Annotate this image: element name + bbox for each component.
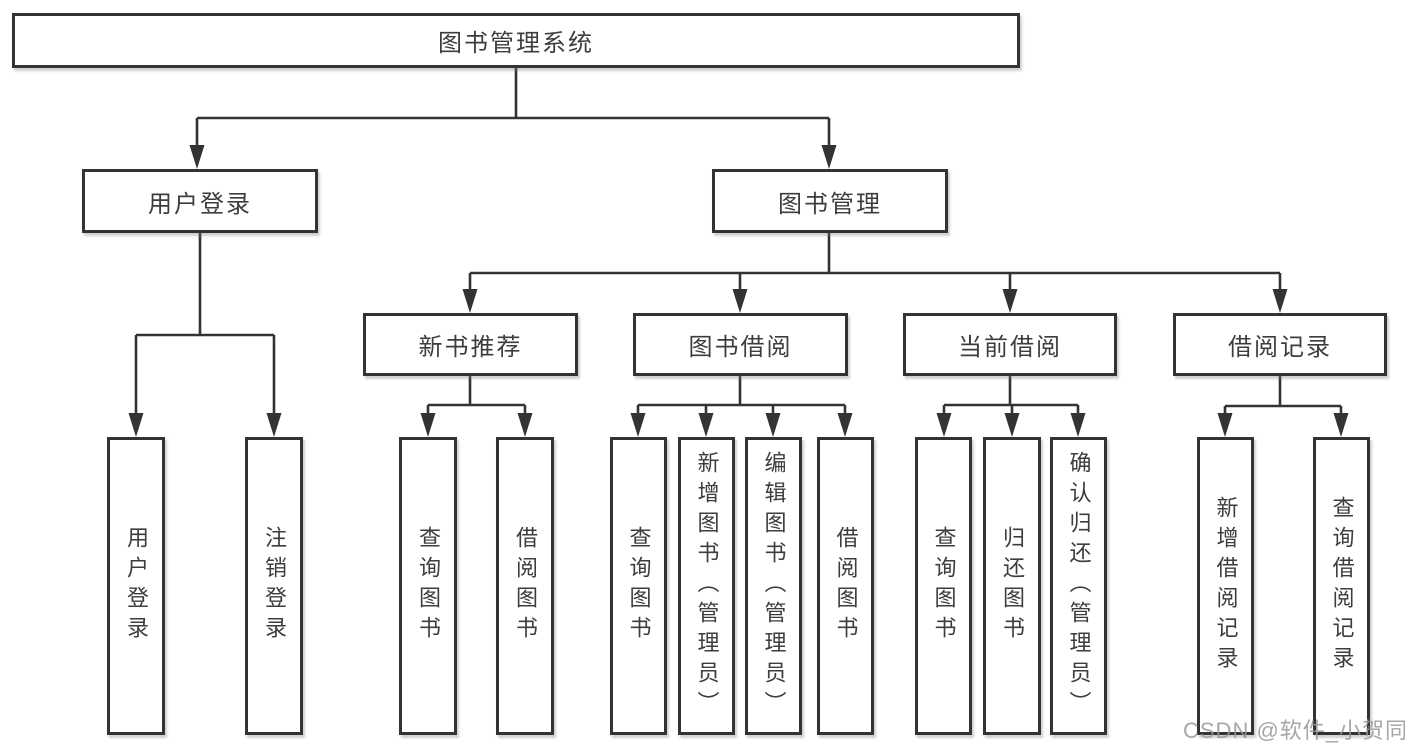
node-label: 新书推荐 (418, 334, 523, 361)
node-user-login: 用户登录 (82, 169, 318, 233)
node-label: 归还图书 (1000, 526, 1025, 646)
node-label: 图书管理 (778, 190, 882, 218)
node-label: 用户登录 (148, 190, 252, 218)
node-query-books-borrowing: 查询图书 (610, 437, 667, 735)
node-query-borrow-record: 查询借阅记录 (1313, 437, 1370, 735)
node-label: 新增借阅记录 (1213, 496, 1239, 676)
node-label: 用户登录 (124, 526, 149, 646)
node-new-book-recommendation: 新书推荐 (363, 313, 578, 376)
node-label: 查询借阅记录 (1329, 496, 1355, 676)
node-label: 确认归还（管理员） (1066, 451, 1092, 721)
node-label: 借阅图书 (833, 526, 859, 646)
node-label: 编辑图书（管理员） (761, 451, 787, 721)
node-borrowing-records: 借阅记录 (1173, 313, 1387, 376)
node-book-management: 图书管理 (712, 169, 948, 233)
node-label: 借阅记录 (1228, 334, 1332, 361)
node-label: 当前借阅 (958, 334, 1062, 361)
node-label: 查询图书 (416, 526, 441, 646)
node-query-books-current: 查询图书 (915, 437, 972, 735)
node-query-books-recommend: 查询图书 (399, 437, 457, 735)
node-borrow-books-borrowing: 借阅图书 (817, 437, 874, 735)
node-return-books: 归还图书 (983, 437, 1041, 735)
node-edit-books-admin: 编辑图书（管理员） (745, 437, 802, 735)
node-label: 图书借阅 (688, 334, 793, 361)
node-label: 图书管理系统 (438, 30, 594, 57)
csdn-watermark: CSDN @软件_小贺同学 (1183, 718, 1405, 743)
node-book-borrowing: 图书借阅 (633, 313, 848, 376)
node-add-borrow-record: 新增借阅记录 (1197, 437, 1254, 735)
node-add-books-admin: 新增图书（管理员） (678, 437, 735, 735)
node-label: 借阅图书 (513, 526, 538, 646)
node-user-login-leaf: 用户登录 (107, 437, 165, 735)
node-label: 新增图书（管理员） (694, 451, 720, 721)
node-label: 查询图书 (626, 526, 652, 646)
node-library-management-system: 图书管理系统 (12, 13, 1020, 68)
node-current-borrowing: 当前借阅 (903, 313, 1117, 376)
node-borrow-books-recommend: 借阅图书 (496, 437, 554, 735)
node-logout-login: 注销登录 (245, 437, 303, 735)
node-label: 查询图书 (931, 526, 957, 646)
node-label: 注销登录 (262, 526, 287, 646)
node-confirm-return-admin: 确认归还（管理员） (1050, 437, 1107, 735)
